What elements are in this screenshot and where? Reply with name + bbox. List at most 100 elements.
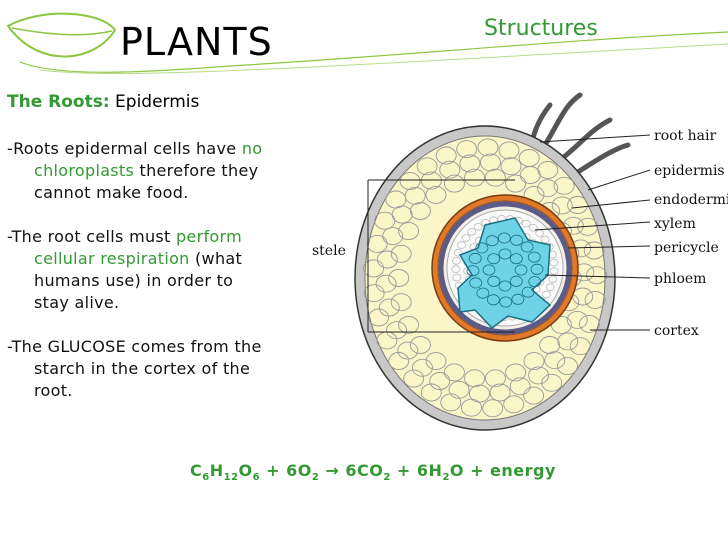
paragraph-epidermis: -Roots epidermal cells have no chloropla… [7, 138, 307, 204]
cell [467, 228, 477, 236]
cell [363, 284, 385, 303]
cell [461, 398, 482, 417]
cell [584, 290, 606, 309]
cell [475, 242, 489, 254]
cell [440, 393, 462, 412]
paragraph-respiration: -The root cells must perform cellular re… [7, 226, 307, 314]
cell [497, 232, 511, 244]
cell [398, 315, 420, 334]
cell [376, 250, 398, 269]
cell [429, 372, 451, 390]
cell [378, 298, 400, 317]
section-title: Structures [484, 16, 598, 41]
xylem-cells [466, 232, 544, 308]
cell [487, 275, 501, 287]
cell [549, 267, 559, 275]
cell [586, 266, 608, 285]
p1-highlight-chloroplasts: chloroplasts [34, 161, 135, 180]
cell [385, 190, 407, 209]
p1-highlight-no: no [241, 139, 263, 158]
cell [557, 332, 579, 351]
cell [425, 185, 447, 204]
cell [416, 157, 438, 176]
label-pericycle: pericycle [654, 240, 719, 256]
cell [443, 363, 465, 382]
cell [480, 153, 501, 172]
cell [539, 336, 561, 354]
cell [557, 357, 578, 376]
cell [468, 252, 482, 264]
cell [521, 286, 535, 298]
p3-text-c: root. [34, 381, 73, 400]
leader-lines [367, 134, 651, 333]
cell [464, 369, 486, 388]
cell [509, 377, 531, 396]
cell [548, 275, 558, 284]
p2-text-f: stay alive. [34, 293, 120, 312]
cell [456, 140, 478, 159]
cell [411, 358, 433, 377]
cell [409, 336, 431, 354]
cell [453, 248, 463, 257]
cell [482, 264, 496, 276]
cell [537, 179, 559, 198]
cell [523, 386, 545, 405]
cell [527, 251, 541, 263]
p2-highlight-respiration: cellular respiration [34, 249, 190, 268]
cell [541, 373, 563, 392]
cell [499, 296, 513, 308]
cell [476, 287, 490, 299]
cell [540, 235, 550, 244]
label-endodermis: endodermis [654, 192, 728, 208]
cell [374, 211, 396, 230]
label-root-hair: root hair [654, 128, 716, 144]
label-epidermis: epidermis [654, 163, 725, 179]
p2-text-d: (what [189, 249, 243, 268]
respiration-equation: C6H12O6 + 6O2 → 6CO2 + 6H2O + energy [190, 461, 556, 484]
cell [466, 265, 480, 277]
heading-bold: The Roots: [7, 92, 110, 112]
cell [498, 248, 512, 260]
cell [473, 223, 483, 231]
cell [375, 274, 397, 293]
cell [435, 146, 457, 165]
cell [457, 241, 466, 249]
cell [451, 265, 461, 274]
cell [503, 395, 525, 414]
cell [505, 363, 527, 382]
leaf-logo-icon [6, 12, 728, 75]
p1-text-a: -Roots epidermal cells have [7, 139, 242, 158]
cell [420, 171, 442, 190]
label-stele: stele [312, 243, 346, 259]
cell [509, 275, 523, 287]
cell [366, 234, 388, 253]
cell [498, 141, 520, 160]
slide-heading: The Roots: Epidermis [7, 92, 199, 112]
cell [553, 176, 575, 195]
cell [549, 258, 559, 267]
paragraph-glucose: -The GLUCOSE comes from the starch in th… [7, 336, 307, 402]
cell [537, 161, 559, 179]
cell [514, 264, 528, 276]
cell [528, 276, 542, 288]
cell [498, 280, 512, 292]
p2-highlight-perform: perform [176, 227, 242, 246]
cell [448, 380, 470, 399]
cell [566, 310, 588, 329]
cell [521, 219, 531, 228]
cell [500, 157, 522, 176]
cell [409, 202, 431, 220]
cell [541, 290, 551, 299]
cell [520, 241, 534, 253]
cell [511, 293, 525, 305]
cell [484, 168, 506, 187]
p3-text-a: -The GLUCOSE comes from the [7, 337, 262, 356]
cell [528, 366, 550, 385]
cell [363, 259, 385, 278]
cell [485, 235, 499, 247]
cell [443, 174, 465, 193]
cell [461, 234, 471, 242]
cell [482, 399, 504, 418]
cell [583, 241, 605, 260]
cell [382, 227, 404, 246]
